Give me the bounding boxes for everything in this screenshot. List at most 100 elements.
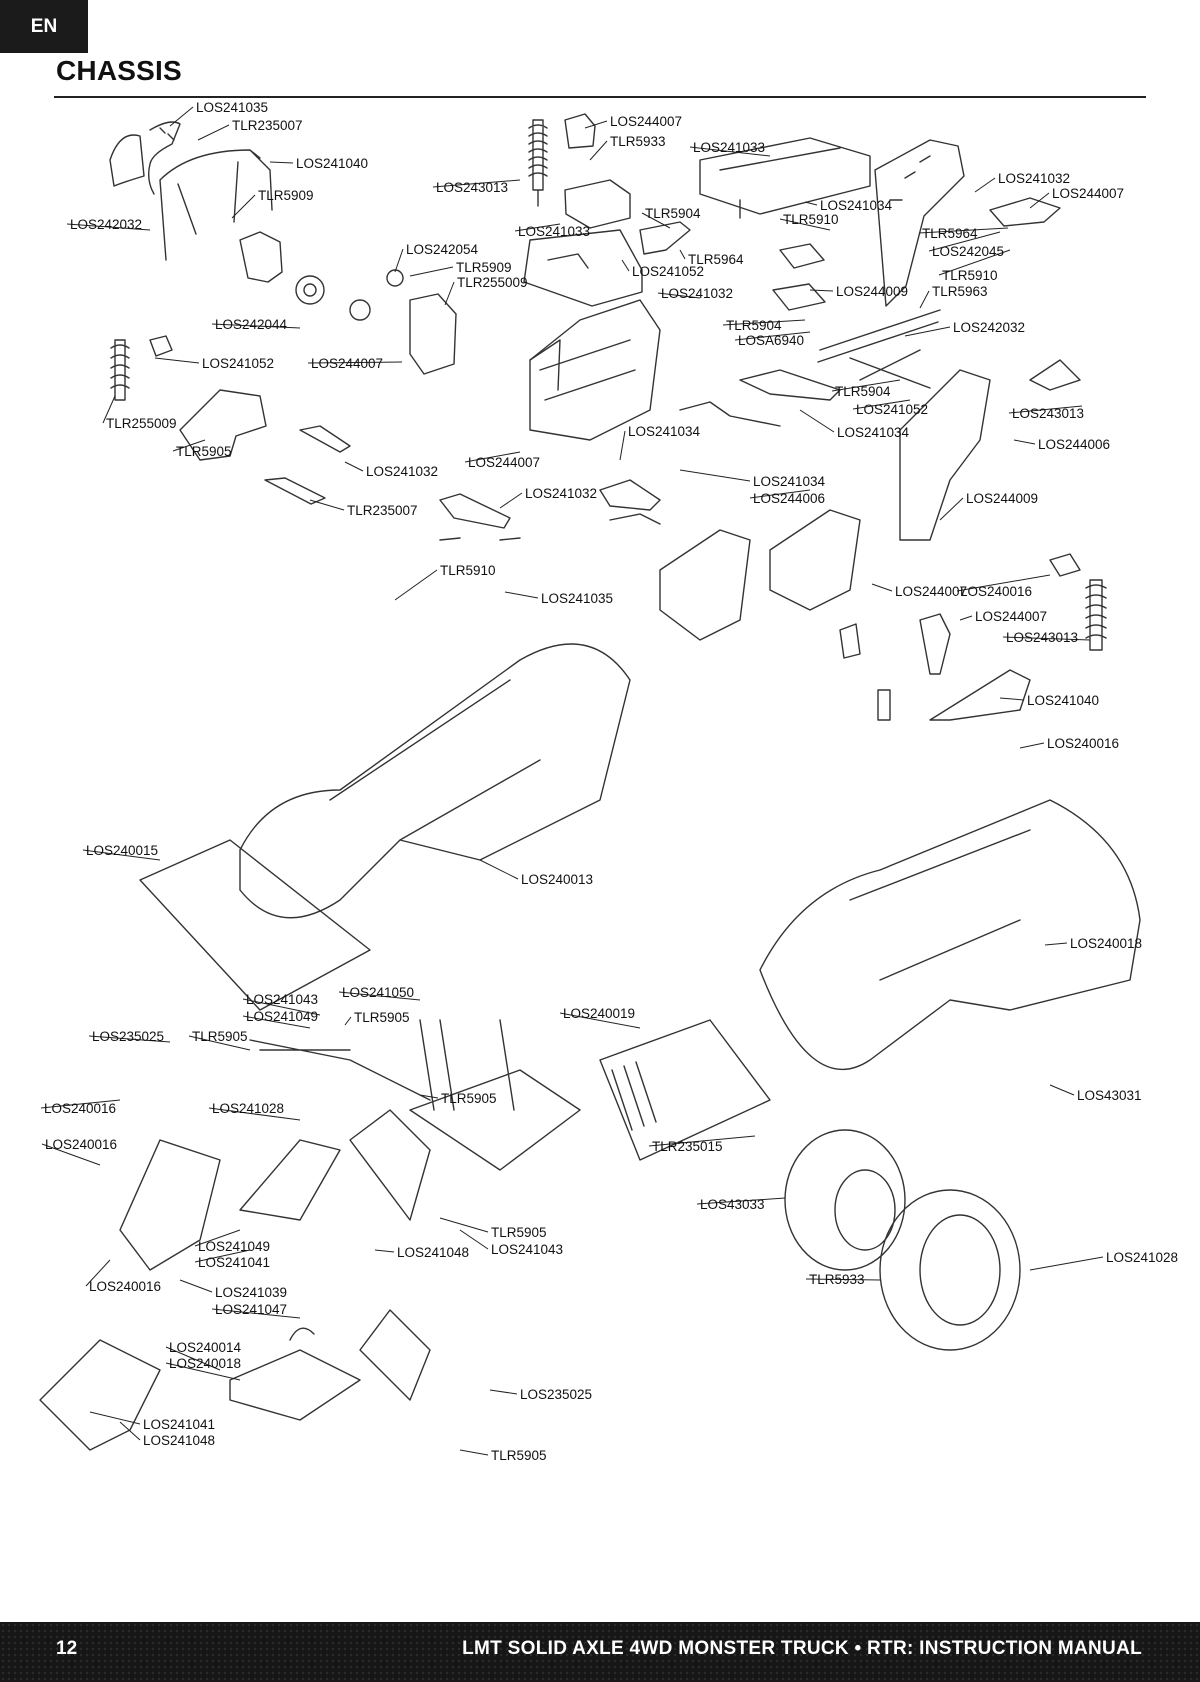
shock-absorber-part (528, 119, 548, 207)
callout-leader-line (1008, 405, 1083, 414)
callout-leader-line (805, 1278, 881, 1281)
part-callout-label: LOS241040 (1027, 693, 1099, 708)
part-callout-label: LOS241048 (143, 1433, 215, 1448)
part-callout-label: LOS240016 (1047, 736, 1119, 751)
callout-leader-line (211, 323, 301, 329)
callout-leader-line (621, 259, 630, 272)
callout-leader-line (956, 574, 1051, 592)
callout-leader-line (1019, 742, 1045, 749)
callout-leader-line (172, 439, 206, 452)
callout-leader-line (928, 231, 1001, 252)
callout-leader-line (119, 1421, 141, 1441)
callout-leader-line (394, 569, 438, 601)
callout-leader-line (82, 849, 161, 861)
center-chassis-part (529, 299, 661, 441)
part-callout-label: LOS240014 (169, 1340, 242, 1355)
callout-leader-line (231, 194, 256, 219)
callout-leader-line (657, 292, 701, 299)
callout-leader-line (1029, 1256, 1104, 1271)
servo-horn-part (839, 623, 861, 659)
part-callout-label: TLR5905 (192, 1029, 248, 1044)
part-callout-label: LOS241032 (998, 171, 1070, 186)
part-callout-label: LOS241033 (693, 140, 765, 155)
front-cover-part (109, 134, 145, 187)
callout-leader-line (514, 223, 561, 232)
callout-leader-line (689, 146, 771, 157)
part-callout-label: TLR5905 (491, 1225, 547, 1240)
part-callout-label: LOS240016 (960, 584, 1032, 599)
battery-strap-part (529, 339, 561, 391)
callout-leader-line (648, 1135, 756, 1147)
part-callout-label: LOS235025 (520, 1387, 592, 1402)
part-callout-label: TLR5909 (456, 260, 512, 275)
callout-leader-line (999, 697, 1025, 701)
title-divider (54, 96, 1146, 98)
callout-leader-line (679, 469, 751, 482)
battery-tray-part (523, 229, 643, 307)
callout-leader-line (242, 998, 321, 1016)
part-callout-label: LOS240013 (521, 872, 593, 887)
part-callout-label: TLR5910 (783, 212, 839, 227)
part-callout-label: TLR5963 (932, 284, 988, 299)
part-callout-label: LOS240018 (169, 1356, 241, 1371)
part-callout-label: LOS240016 (44, 1101, 116, 1116)
servo-bracket-part (564, 113, 596, 149)
callout-leader-line (344, 461, 364, 472)
part-callout-label: LOS242044 (215, 317, 288, 332)
callout-leaders (40, 106, 1104, 1456)
part-callout-label: TLR5964 (922, 226, 978, 241)
part-callout-label: LOS241034 (753, 474, 826, 489)
part-callout-label: LOS243013 (436, 180, 508, 195)
callout-leader-line (88, 1035, 171, 1043)
callout-leader-line (394, 248, 404, 273)
part-callout-label: LOS241041 (143, 1417, 215, 1432)
callout-leader-line (504, 591, 539, 599)
part-callout-label: LOS241032 (525, 486, 597, 501)
bracket-part-left (149, 335, 173, 357)
part-callout-label: LOS244009 (836, 284, 908, 299)
part-callout-label: LOS241034 (628, 424, 701, 439)
callout-leader-line (804, 201, 818, 206)
callout-leader-line (696, 1197, 786, 1205)
part-callout-label: LOS244007 (1052, 186, 1124, 201)
gear-cover-part (409, 293, 457, 375)
steering-link-part (599, 479, 661, 525)
callout-leader-line (831, 379, 901, 392)
part-callout-label: LOS43033 (700, 1197, 765, 1212)
part-callout-label: TLR5905 (176, 444, 232, 459)
rear-arms-part (249, 1039, 431, 1101)
part-callout-label: LOS241041 (198, 1255, 270, 1270)
callout-leader-line (208, 1107, 301, 1121)
part-callout-label: LOS241052 (856, 402, 928, 417)
part-callout-label: TLR5904 (726, 318, 782, 333)
part-callout-label: TLR235015 (652, 1139, 723, 1154)
body-panel-part (139, 839, 371, 1011)
servo-mount-part (639, 221, 691, 255)
page-title: CHASSIS (56, 55, 182, 86)
link-mount-part (989, 197, 1061, 227)
part-callout-label: LOS241049 (198, 1239, 270, 1254)
driver-figure-part (229, 1327, 361, 1421)
cage-hoop-part (349, 1109, 431, 1221)
callout-leader-line (344, 1016, 352, 1026)
part-callout-label: LOS241035 (196, 100, 268, 115)
part-callout-label: LOS240016 (89, 1279, 161, 1294)
part-callout-label: LOS240015 (86, 843, 158, 858)
part-callout-label: TLR5905 (354, 1010, 410, 1025)
link-part-b (264, 477, 326, 505)
callout-leader-line (439, 1217, 489, 1233)
part-callout-label: LOS241043 (491, 1242, 563, 1257)
part-callout-label: LOS244007 (468, 455, 540, 470)
callout-leader-line (559, 1012, 641, 1029)
callout-leader-line (102, 395, 116, 424)
part-callout-label: LOS235025 (92, 1029, 164, 1044)
callout-leader-line (939, 497, 964, 521)
callout-leader-line (589, 140, 608, 161)
part-callout-label: LOS241052 (632, 264, 704, 279)
part-callout-label: LOS244007 (610, 114, 682, 129)
callout-leader-line (194, 1229, 241, 1247)
callout-leader-line (374, 1249, 395, 1253)
callout-leader-line (904, 326, 951, 337)
exploded-parts-diagram: LOS241035TLR235007LOS241040LOS242032TLR5… (39, 100, 1178, 1463)
callout-leader-line (459, 1229, 489, 1250)
